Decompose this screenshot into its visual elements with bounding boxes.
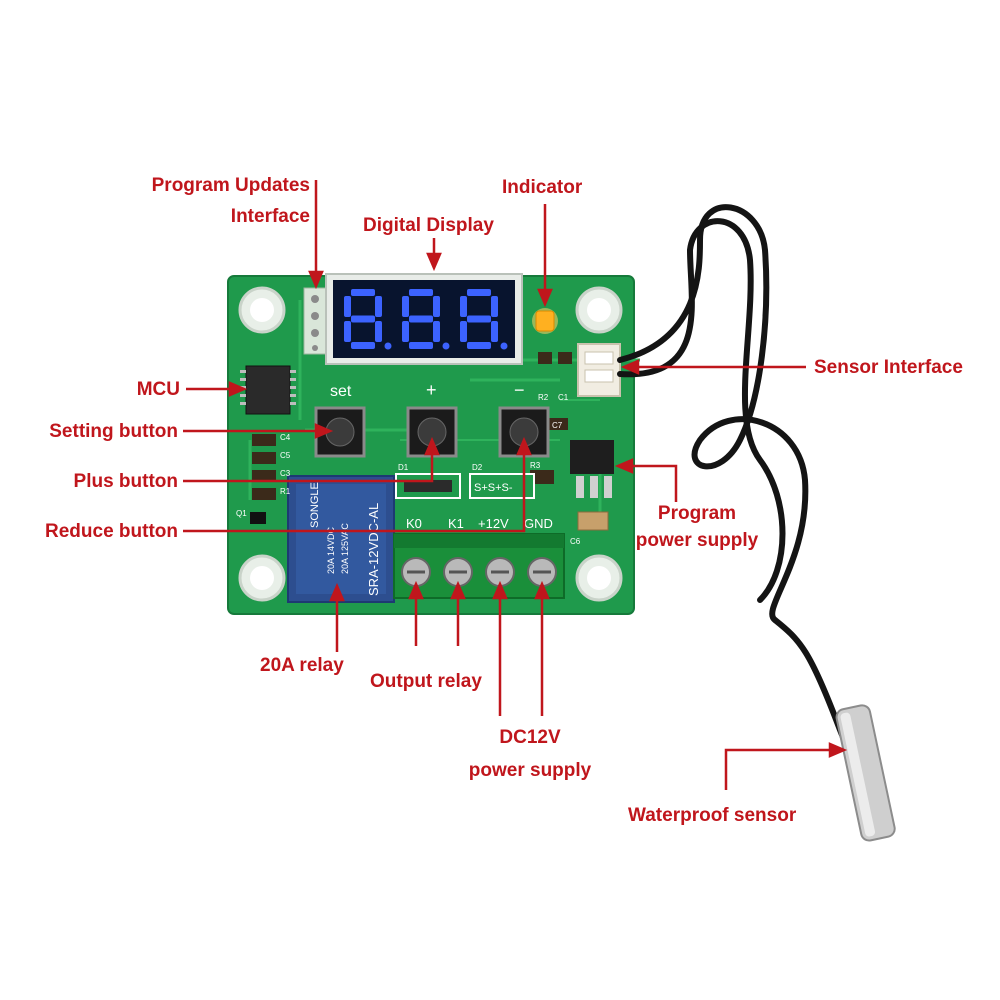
label-program-power-line1: Program <box>657 503 737 524</box>
digit-3-segment-e <box>460 321 467 342</box>
silk-d2: D2 <box>472 463 483 472</box>
silk-c1: C1 <box>558 393 569 402</box>
digit-2-segment-b <box>433 296 440 317</box>
label-program-updates: Program Updates Interface <box>100 176 310 226</box>
relay-rating-2: 20A 125VAC <box>340 523 350 574</box>
silkscreen-labels: set + − K0 K1 +12V GND C4 C5 C3 R1 Q1 D1… <box>236 380 581 546</box>
digit-2-decimal-point <box>442 342 450 350</box>
digit-1-segment-f <box>344 296 351 317</box>
label-dc12v-line1: DC12V <box>499 727 561 748</box>
terminal-label-gnd: GND <box>524 516 553 531</box>
mcu-chip <box>240 365 296 415</box>
digit-2-segment-f <box>402 296 409 317</box>
relay-markings: SONGLE 20A 14VDC 20A 125VAC SRA-12VDC-AL <box>309 482 381 596</box>
digit-3-segment-g <box>467 315 491 323</box>
relay-rating-1: 20A 14VDC <box>326 526 336 574</box>
terminal-label-12v: +12V <box>478 516 509 531</box>
digit-1-segment-b <box>375 296 382 317</box>
button-label-plus: + <box>426 380 437 400</box>
relay <box>287 475 395 603</box>
label-program-updates-line2: Interface <box>230 206 310 227</box>
label-sensor-interface: Sensor Interface <box>814 357 963 378</box>
digital-display <box>325 273 523 365</box>
digit-1-decimal-point <box>384 342 392 350</box>
leader-lines <box>183 180 848 790</box>
label-plus-button: Plus button <box>73 471 178 492</box>
relay-brand: SONGLE <box>309 482 321 528</box>
digit-3-segment-c <box>491 321 498 342</box>
digit-1-segment-e <box>344 321 351 342</box>
digit-2-segment-g <box>409 315 433 323</box>
label-reduce-button: Reduce button <box>45 521 178 542</box>
smd-components <box>250 352 609 531</box>
digit-3-segment-f <box>460 296 467 317</box>
power-regulator <box>570 440 614 498</box>
silk-c6: C6 <box>570 537 581 546</box>
relay-model: SRA-12VDC-AL <box>366 503 381 596</box>
digit-1-segment-a <box>351 289 375 296</box>
terminal-label-k0: K0 <box>406 516 422 531</box>
digit-2-segment-d <box>409 342 433 349</box>
label-program-power-supply: Program power supply <box>622 504 772 550</box>
mounting-holes <box>238 286 623 602</box>
label-output-relay: Output relay <box>370 671 482 692</box>
digit-2-segment-c <box>433 321 440 342</box>
button-label-set: set <box>330 383 352 400</box>
silk-c7: C7 <box>552 421 563 430</box>
silk-r2: R2 <box>538 393 549 402</box>
label-20a-relay: 20A relay <box>260 655 344 676</box>
label-digital-display: Digital Display <box>363 215 494 236</box>
label-program-power-line2: power supply <box>635 530 759 551</box>
terminal-block <box>393 533 565 599</box>
label-program-updates-line1: Program Updates <box>151 175 310 196</box>
sensor-connector <box>577 343 621 397</box>
digit-3-decimal-point <box>500 342 508 350</box>
digit-1-segment-g <box>351 315 375 323</box>
silk-r3: R3 <box>530 461 541 470</box>
label-waterproof-sensor: Waterproof sensor <box>628 805 797 826</box>
silk-c4: C4 <box>280 433 291 442</box>
digit-1-segment-c <box>375 321 382 342</box>
digit-2-segment-e <box>402 321 409 342</box>
silk-r1: R1 <box>280 487 291 496</box>
button-label-minus: − <box>514 380 525 400</box>
terminal-label-k1: K1 <box>448 516 464 531</box>
program-updates-header <box>303 287 327 355</box>
digit-3-segment-d <box>467 342 491 349</box>
label-indicator: Indicator <box>502 177 583 198</box>
label-setting-button: Setting button <box>49 421 178 442</box>
silk-c3: C3 <box>280 469 291 478</box>
silk-q1: Q1 <box>236 509 247 518</box>
label-dc12v-power-supply: DC12V power supply <box>452 728 608 780</box>
silk-d1: D1 <box>398 463 409 472</box>
digit-3-segment-b <box>491 296 498 317</box>
silk-s-pins: S+S+S- <box>474 482 513 494</box>
display-digits <box>344 289 508 350</box>
digit-1-segment-d <box>351 342 375 349</box>
silk-c5: C5 <box>280 451 291 460</box>
waterproof-sensor-probe <box>835 704 896 842</box>
digit-3-segment-a <box>467 289 491 296</box>
label-dc12v-line2: power supply <box>468 760 592 781</box>
digit-2-segment-a <box>409 289 433 296</box>
indicator-led <box>532 308 558 334</box>
label-mcu: MCU <box>136 379 180 400</box>
